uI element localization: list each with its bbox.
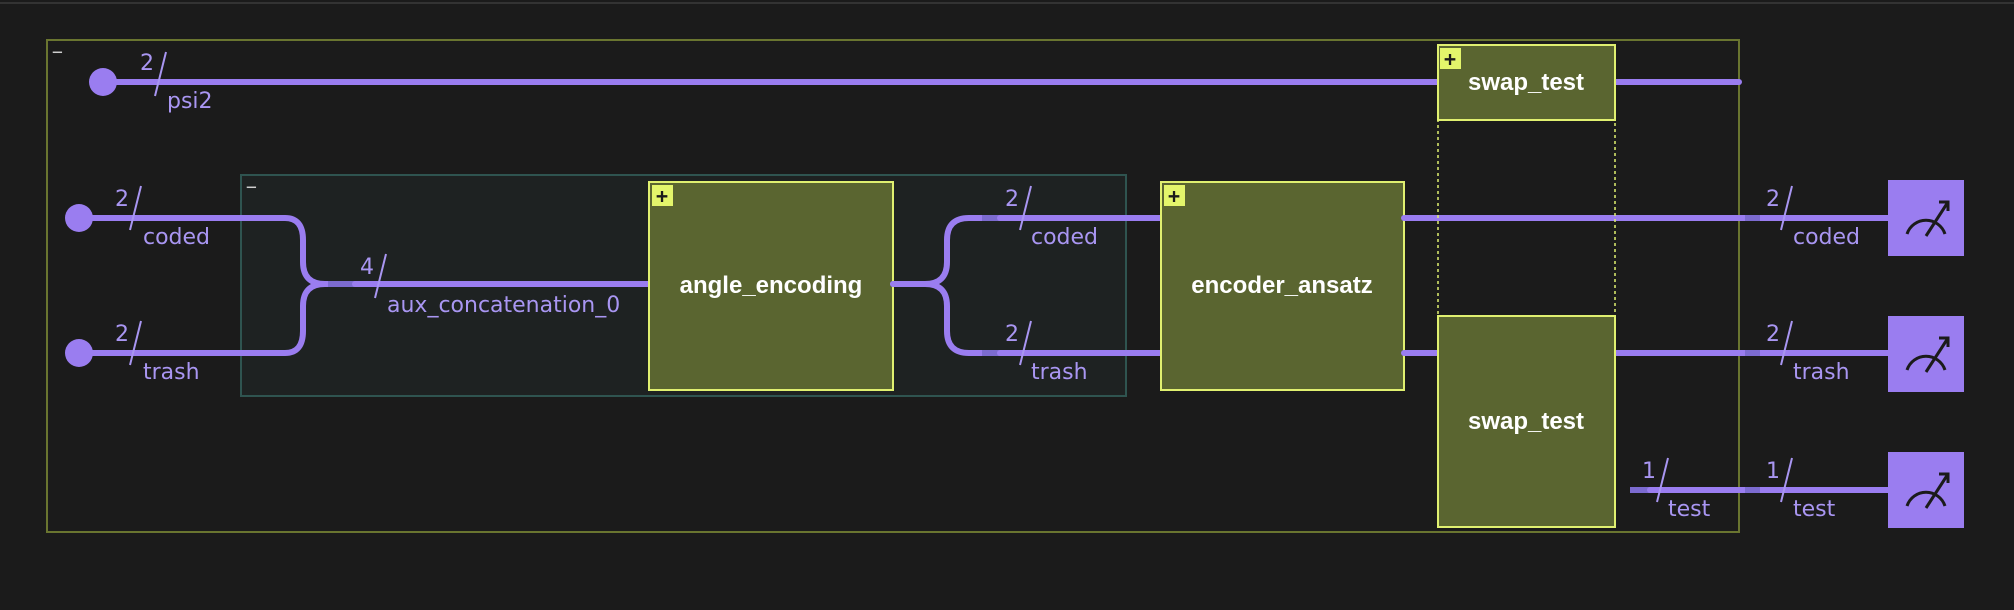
trash-input-wire [76, 281, 348, 356]
swap-test-gate-top[interactable]: + swap_test [1437, 44, 1616, 121]
coded-mid-size-slash [1019, 185, 1032, 231]
trash-in-name-label: trash [143, 360, 200, 385]
coded-in-size-slash [129, 185, 142, 231]
aux-name-label: aux_concatenation_0 [387, 293, 620, 318]
swap-test-gate-bottom[interactable]: swap_test [1437, 315, 1616, 528]
coded-in-name-label: coded [143, 225, 210, 250]
swap-test-expand-button[interactable] [1440, 48, 1461, 69]
encoder-ansatz-gate[interactable]: + encoder_ansatz [1160, 181, 1405, 391]
coded-out-name-label: coded [1793, 225, 1860, 250]
angle-encoding-expand-button[interactable] [652, 185, 673, 206]
inner-block-collapse-button[interactable]: − [246, 177, 257, 198]
encoder-ansatz-label: encoder_ansatz [1191, 272, 1372, 299]
outer-block-frame [46, 39, 1740, 533]
encoder-ansatz-expand-symbol: + [1168, 184, 1180, 208]
psi2-size-slash [154, 51, 167, 97]
coded-out-size-slash [1780, 185, 1793, 231]
trash-out-size-label: 2 [1766, 322, 1780, 347]
encoder-ansatz-expand-button[interactable] [1164, 185, 1185, 206]
swap-test-top-label: swap_test [1468, 69, 1584, 96]
trash-mid-name-label: trash [1031, 360, 1088, 385]
meter-icon [1905, 472, 1950, 509]
angle-encoding-expand-symbol: + [656, 184, 668, 208]
swap-test-bottom-label: swap_test [1468, 408, 1584, 435]
coded-in-size-label: 2 [115, 187, 129, 212]
test-mid-name-label: test [1668, 497, 1711, 522]
trash-in-size-label: 2 [115, 322, 129, 347]
angle-encoding-label: angle_encoding [680, 272, 863, 299]
trash-out-size-slash [1780, 320, 1793, 366]
test-out-name-label: test [1793, 497, 1836, 522]
measure-coded-button[interactable] [1888, 180, 1964, 256]
swap-test-expand-symbol: + [1444, 47, 1456, 71]
test-mid-size-label: 1 [1642, 459, 1656, 484]
test-mid-size-slash [1656, 457, 1669, 503]
trash-mid-size-label: 2 [1005, 322, 1019, 347]
trash-mid-wire [890, 281, 988, 356]
outer-block-collapse-button[interactable]: − [52, 42, 63, 63]
test-out-size-slash [1780, 457, 1793, 503]
psi2-size-label: 2 [140, 51, 154, 76]
psi2-name-label: psi2 [167, 89, 213, 114]
aux-size-slash [374, 253, 387, 299]
aux-size-label: 4 [360, 255, 374, 280]
trash-in-size-slash [129, 320, 142, 366]
meter-icon [1905, 336, 1950, 373]
measure-trash-button[interactable] [1888, 316, 1964, 392]
coded-out-size-label: 2 [1766, 187, 1780, 212]
meter-icon [1905, 200, 1950, 237]
coded-mid-name-label: coded [1031, 225, 1098, 250]
coded-mid-size-label: 2 [1005, 187, 1019, 212]
trash-out-name-label: trash [1793, 360, 1850, 385]
angle-encoding-gate[interactable]: + angle_encoding [648, 181, 894, 391]
measure-test-button[interactable] [1888, 452, 1964, 528]
swap-test-connector [1437, 119, 1616, 317]
test-out-size-label: 1 [1766, 459, 1780, 484]
trash-mid-size-slash [1019, 320, 1032, 366]
